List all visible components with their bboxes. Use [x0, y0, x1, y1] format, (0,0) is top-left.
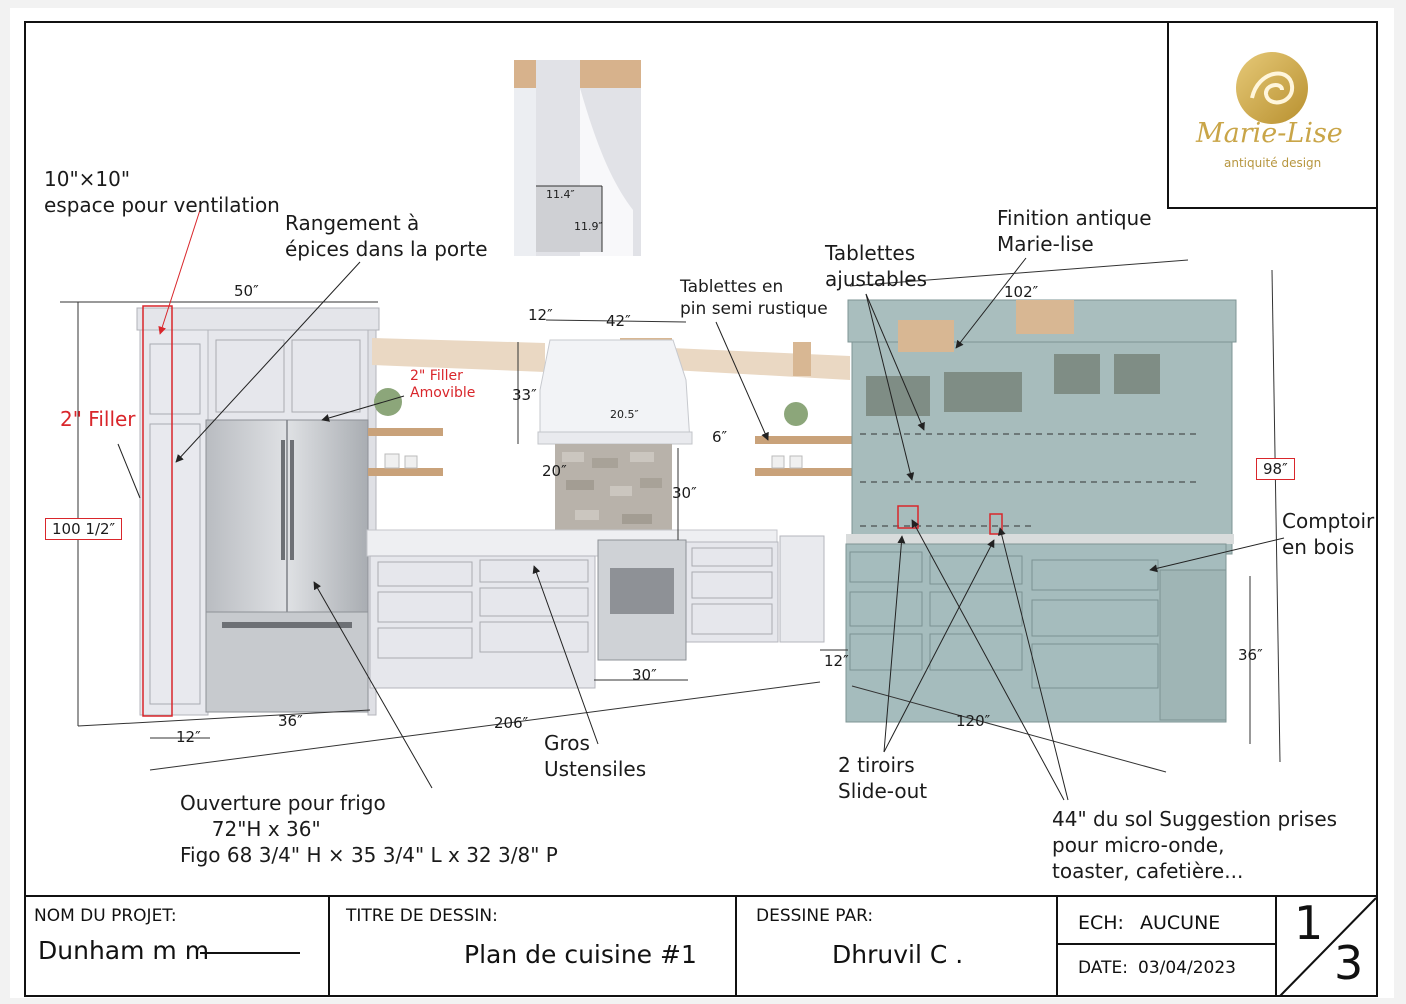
dim-12-left: 12″ — [176, 728, 201, 746]
dim-33: 33″ — [512, 386, 537, 404]
project-value: Dunham m m — [38, 936, 210, 965]
pine-shelves-note: Tablettes en pin semi rustique — [680, 277, 828, 319]
open-shelves-left — [368, 388, 443, 476]
range-stove — [597, 539, 687, 661]
drawn-label: DESSINE PAR: — [756, 906, 874, 926]
dim-20: 20″ — [542, 462, 567, 480]
project-label: NOM DU PROJET: — [34, 906, 177, 926]
dim-20-5: 20.5″ — [610, 408, 639, 421]
dim-100-half: 100 1/2″ — [45, 518, 123, 540]
adjustable-shelves-note: Tablettes ajustables — [825, 241, 927, 291]
fridge-opening-note: Ouverture pour frigo 72"H x 36" Figo 68 … — [180, 791, 558, 867]
filler-removable-note: 2" Filler Amovible — [410, 368, 476, 401]
slideout-note: 2 tiroirs Slide-out — [838, 753, 928, 803]
scale-value: AUCUNE — [1140, 912, 1221, 934]
drawing-frame — [24, 21, 1378, 997]
wood-beams — [372, 338, 850, 380]
outlet-marker-left — [897, 505, 919, 529]
dimension-lines — [60, 259, 1281, 773]
drawing-label: TITRE DE DESSIN: — [346, 906, 498, 926]
dim-50: 50″ — [234, 282, 259, 300]
tall-pantry-cabinet — [136, 307, 380, 716]
logo-brand: Marie-Lise — [1196, 118, 1343, 149]
dim-30-range: 30″ — [632, 666, 657, 684]
dim-36-fridge: 36″ — [278, 712, 303, 730]
range-hood — [537, 339, 693, 445]
open-shelves-right — [755, 402, 852, 476]
sheet-total: 3 — [1334, 936, 1364, 990]
spice-storage-note: Rangement à épices dans la porte — [285, 211, 488, 261]
date-label: DATE: — [1078, 958, 1128, 978]
dim-12-corner: 12″ — [824, 652, 849, 670]
wood-counter-note: Comptoir en bois — [1282, 509, 1375, 559]
outlets-note: 44" du sol Suggestion prises pour micro-… — [1052, 807, 1338, 883]
dim-11-9: 11.9″ — [574, 220, 603, 233]
date-value: 03/04/2023 — [1138, 958, 1236, 978]
title-block — [25, 895, 1377, 997]
dim-12-top: 12″ — [528, 306, 553, 324]
utensils-note: Gros Ustensiles — [544, 731, 647, 781]
dim-120: 120″ — [956, 712, 991, 730]
dim-11-4: 11.4″ — [546, 188, 575, 201]
blue-antique-cabinets — [845, 299, 1237, 723]
drawn-value: Dhruvil C . — [832, 940, 964, 969]
drawing-value: Plan de cuisine #1 — [464, 940, 697, 969]
logo-medallion-icon — [1236, 52, 1308, 124]
antique-finish-note: Finition antique Marie-lise — [997, 206, 1152, 256]
scale-label: ECH: — [1078, 912, 1124, 934]
dim-6: 6″ — [712, 428, 728, 446]
dim-102: 102″ — [1004, 283, 1039, 301]
leader-lines — [117, 209, 1285, 801]
hood-detail-view — [514, 60, 641, 256]
dim-98: 98″ — [1256, 458, 1295, 480]
ventilation-note: 10"×10" espace pour ventilation — [44, 167, 280, 217]
dim-30-hood: 30″ — [672, 484, 697, 502]
sheet-number: 1 — [1294, 896, 1324, 950]
stone-pattern — [562, 452, 662, 524]
logo-tagline: antiquité design — [1224, 156, 1322, 170]
refrigerator — [205, 419, 369, 713]
shelf-lines — [860, 433, 1196, 527]
filler-label: 2" Filler — [60, 407, 136, 431]
outlet-marker-right — [989, 513, 1003, 535]
dim-206: 206″ — [494, 714, 529, 732]
dim-36-counter: 36″ — [1238, 646, 1263, 664]
lower-cabinets-white — [366, 529, 825, 689]
filler-highlight — [142, 305, 173, 717]
dim-42: 42″ — [606, 312, 631, 330]
